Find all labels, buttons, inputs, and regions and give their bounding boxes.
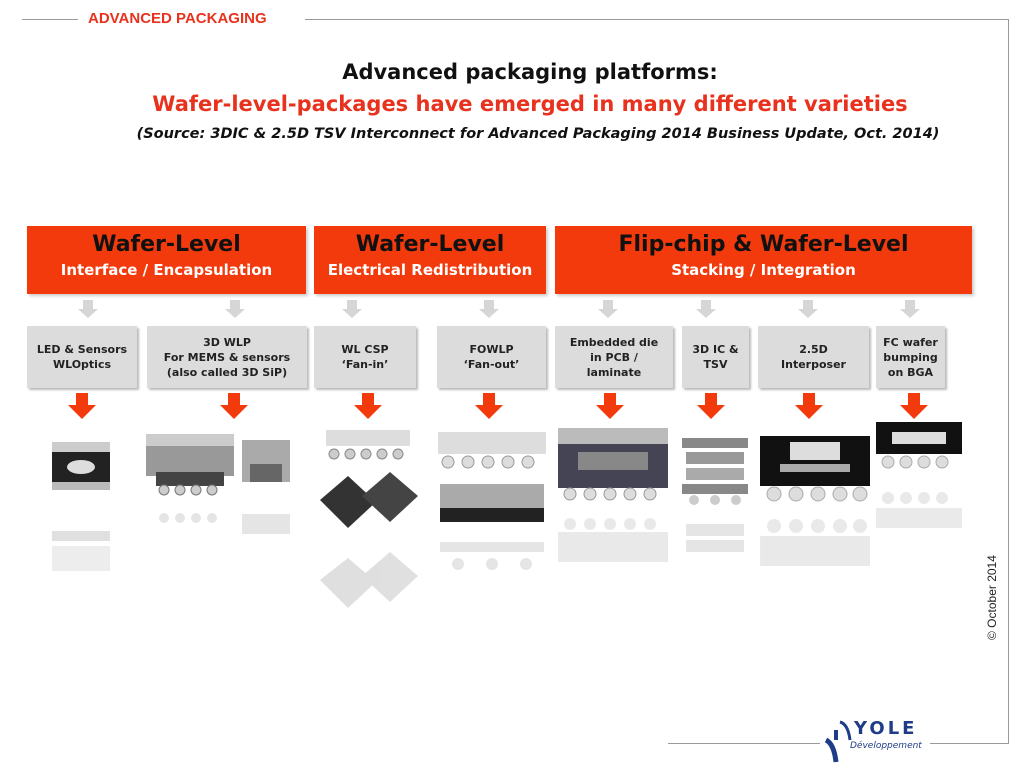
slide-title: Advanced packaging platforms:	[342, 60, 718, 84]
category-subtitle: Interface / Encapsulation	[60, 261, 273, 279]
bottom-rule-left	[668, 743, 818, 744]
fc-bumping-package-image	[876, 422, 962, 528]
category-subtitle: Stacking / Integration	[671, 261, 856, 279]
yole-logo-mark-icon	[824, 720, 852, 763]
copyright-notice: © October 2014	[985, 555, 999, 640]
right-rule	[1008, 19, 1009, 744]
platform-3d-wlp: 3D WLP For MEMS & sensors (also called 3…	[147, 326, 307, 388]
3d-ic-tsv-package-image	[682, 438, 748, 552]
logo-subtext: Développement	[850, 741, 922, 751]
category-header-stacking: Flip-chip & Wafer-Level Stacking / Integ…	[555, 226, 972, 294]
top-rule-right	[305, 19, 1009, 20]
slide-subtitle: Wafer-level-packages have emerged in man…	[152, 92, 908, 116]
category-title: Wafer-Level	[355, 232, 505, 257]
platform-wlcsp: WL CSP ‘Fan-in’	[314, 326, 416, 388]
section-label: ADVANCED PACKAGING	[88, 10, 267, 27]
platform-2-5d-interposer: 2.5D Interposer	[758, 326, 869, 388]
platform-fowlp: FOWLP ‘Fan-out’	[437, 326, 546, 388]
fowlp-package-image	[438, 432, 546, 570]
source-citation: (Source: 3DIC & 2.5D TSV Interconnect fo…	[136, 126, 940, 142]
category-title: Flip-chip & Wafer-Level	[618, 232, 909, 257]
interposer-package-image	[760, 436, 870, 566]
category-header-interface: Wafer-Level Interface / Encapsulation	[27, 226, 306, 294]
platform-3d-ic-tsv: 3D IC & TSV	[682, 326, 749, 388]
category-title: Wafer-Level	[92, 232, 241, 257]
category-header-redistribution: Wafer-Level Electrical Redistribution	[314, 226, 546, 294]
embedded-die-package-image	[558, 428, 668, 562]
wloptics-package-image	[52, 442, 110, 571]
category-subtitle: Electrical Redistribution	[327, 261, 533, 279]
yole-logo: YOLE Développement	[820, 714, 930, 764]
logo-text: YOLE	[854, 718, 918, 739]
top-rule-left	[22, 19, 78, 20]
3d-wlp-package-image	[146, 434, 290, 534]
platform-embedded-die: Embedded die in PCB / laminate	[555, 326, 673, 388]
wlcsp-package-image	[320, 430, 418, 608]
platform-wloptics: LED & Sensors WLOptics	[27, 326, 137, 388]
platform-fc-bumping: FC wafer bumping on BGA	[876, 326, 945, 388]
